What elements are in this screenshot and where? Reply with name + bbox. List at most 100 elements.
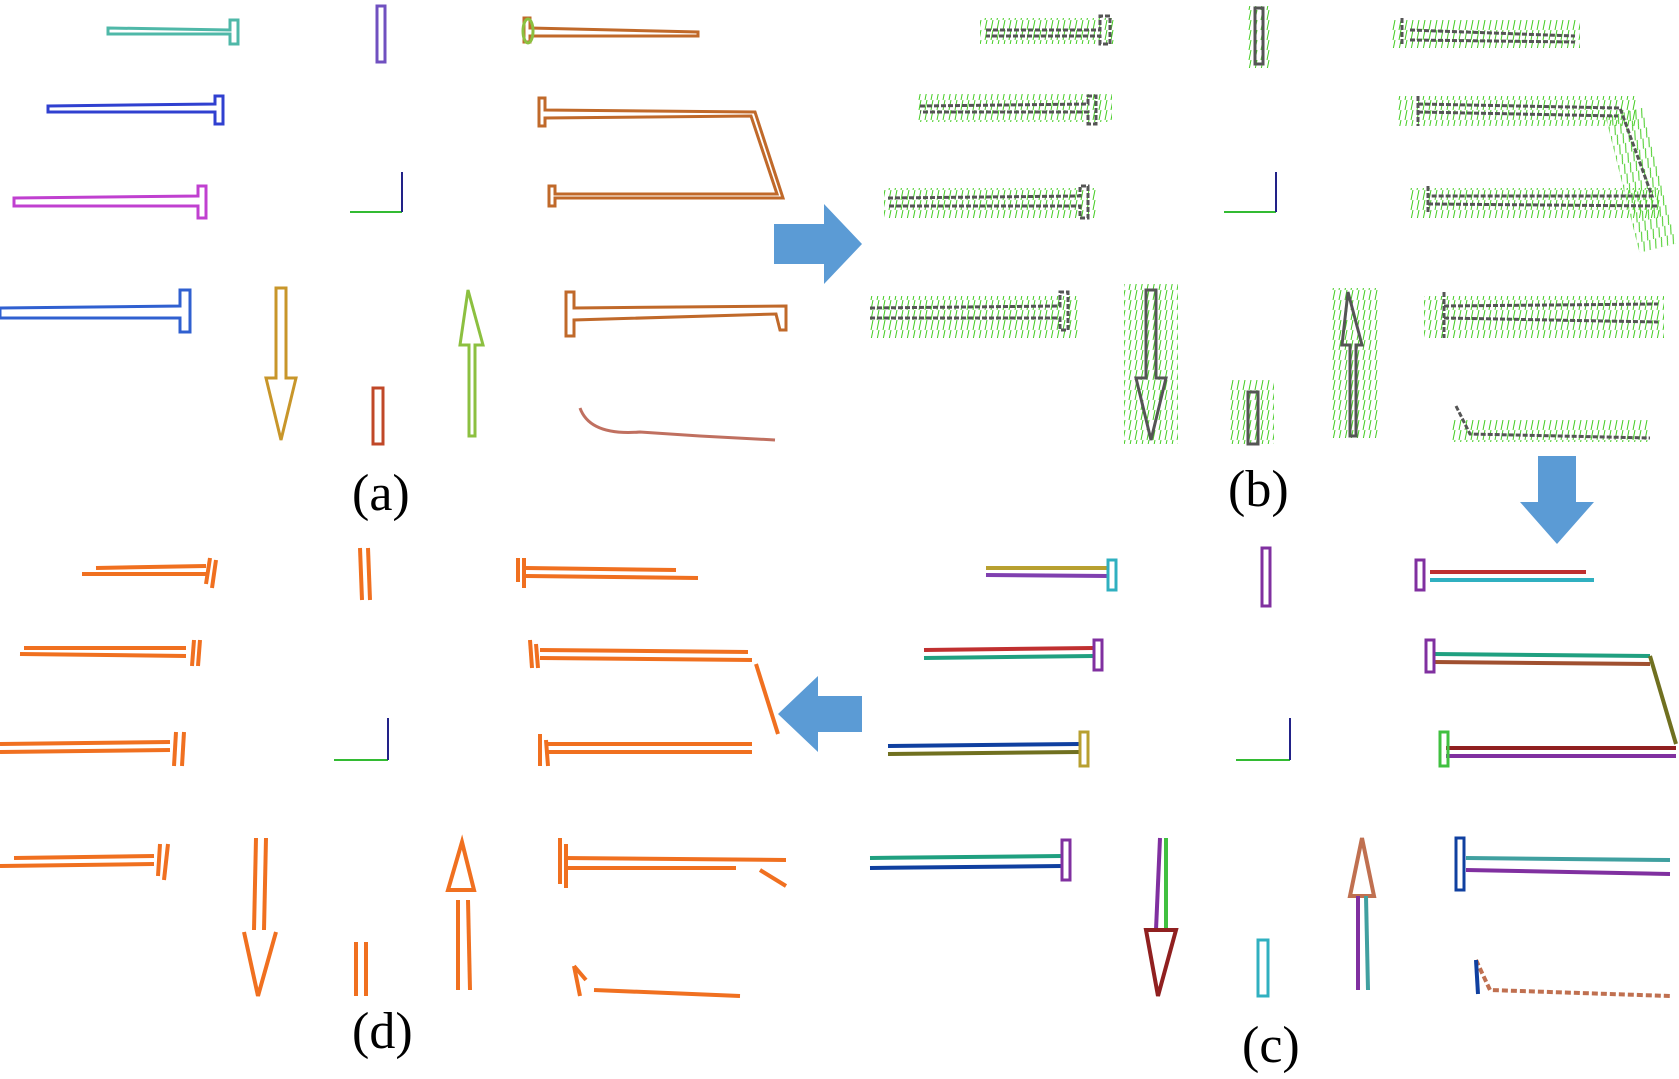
marking-outline [46, 94, 225, 126]
arrow-down-icon [1520, 456, 1594, 544]
line [262, 837, 268, 931]
point-trace [1400, 18, 1576, 46]
marking-outline [12, 184, 208, 220]
line [445, 834, 477, 892]
segment [1092, 638, 1104, 672]
line [156, 843, 162, 877]
line [466, 899, 472, 991]
line [563, 856, 787, 862]
panel-label-b: (b) [1228, 461, 1289, 518]
marking-outline [537, 96, 786, 208]
line [0, 748, 171, 754]
line [242, 931, 278, 997]
panel-a-outlines [0, 4, 788, 446]
marking-outline [564, 290, 788, 338]
marking-outline [458, 289, 485, 438]
line [572, 964, 588, 982]
segment [923, 654, 1095, 660]
marking-outline [371, 386, 385, 446]
segment [869, 854, 1063, 860]
marking-outline [0, 288, 192, 334]
normal-band [916, 94, 1112, 122]
line [539, 648, 749, 654]
segment [1648, 655, 1678, 745]
line [0, 862, 155, 868]
segment [1078, 730, 1090, 768]
point-trace [887, 184, 1090, 220]
segment [887, 750, 1081, 756]
line [252, 837, 258, 931]
point-trace [986, 14, 1112, 46]
normal-band [1230, 380, 1274, 444]
normal-band [1410, 188, 1662, 218]
panel-b-normals [868, 6, 1679, 446]
segment [1433, 660, 1651, 666]
line [180, 731, 186, 767]
segment [1143, 928, 1179, 997]
segment [869, 864, 1063, 870]
point-trace [1246, 390, 1260, 446]
marking-outline [578, 407, 776, 442]
segment [1438, 730, 1450, 768]
line [210, 559, 218, 589]
panel-label-a: (a) [352, 465, 410, 522]
arrow-left-icon [778, 676, 862, 752]
point-trace [919, 94, 1098, 126]
segment [1424, 638, 1436, 674]
normal-band [1605, 107, 1679, 253]
line [358, 547, 364, 601]
normal-band [1124, 284, 1178, 444]
marking-outline [375, 4, 387, 64]
segment [1454, 836, 1466, 892]
normal-band [1450, 420, 1650, 442]
point-trace [1253, 6, 1265, 66]
line [572, 965, 582, 997]
segment [923, 646, 1095, 652]
normal-band [1390, 20, 1580, 48]
panel-c-segments [869, 546, 1678, 998]
point-trace [869, 290, 1070, 332]
normal-band [1424, 296, 1664, 338]
segment [1060, 838, 1072, 882]
line [204, 557, 212, 585]
marking-outline [264, 286, 298, 441]
segment [1347, 837, 1377, 898]
line [525, 574, 699, 580]
normal-band [884, 188, 1096, 218]
segment [1414, 558, 1426, 592]
line [366, 547, 372, 601]
panel-label-c: (c) [1242, 1017, 1300, 1074]
line [525, 566, 677, 572]
segment [985, 573, 1109, 578]
point-trace [1442, 292, 1659, 338]
line [196, 639, 202, 667]
line [544, 739, 550, 767]
normal-band [1248, 6, 1272, 68]
segment [1364, 895, 1370, 991]
panel-d-lines [0, 547, 788, 998]
line [19, 652, 187, 658]
point-trace [1454, 405, 1651, 440]
line [95, 564, 207, 570]
line [172, 731, 178, 767]
normal-band [1396, 96, 1636, 126]
line [162, 843, 170, 881]
segment [1154, 837, 1162, 931]
segment [887, 742, 1081, 748]
arrow-right-icon [774, 204, 862, 284]
point-trace [1416, 96, 1659, 212]
segment [1433, 652, 1651, 658]
point-trace [1340, 291, 1364, 438]
point-trace [1134, 288, 1168, 441]
segment [1474, 959, 1671, 998]
flow-arrows [774, 204, 1594, 752]
normal-band [868, 296, 1080, 338]
line [528, 639, 534, 669]
line [754, 663, 780, 735]
segment [1256, 938, 1270, 998]
marking-outline [522, 16, 700, 44]
line [0, 740, 171, 746]
marking-outline [106, 18, 240, 46]
marking-end-blob [521, 17, 535, 45]
